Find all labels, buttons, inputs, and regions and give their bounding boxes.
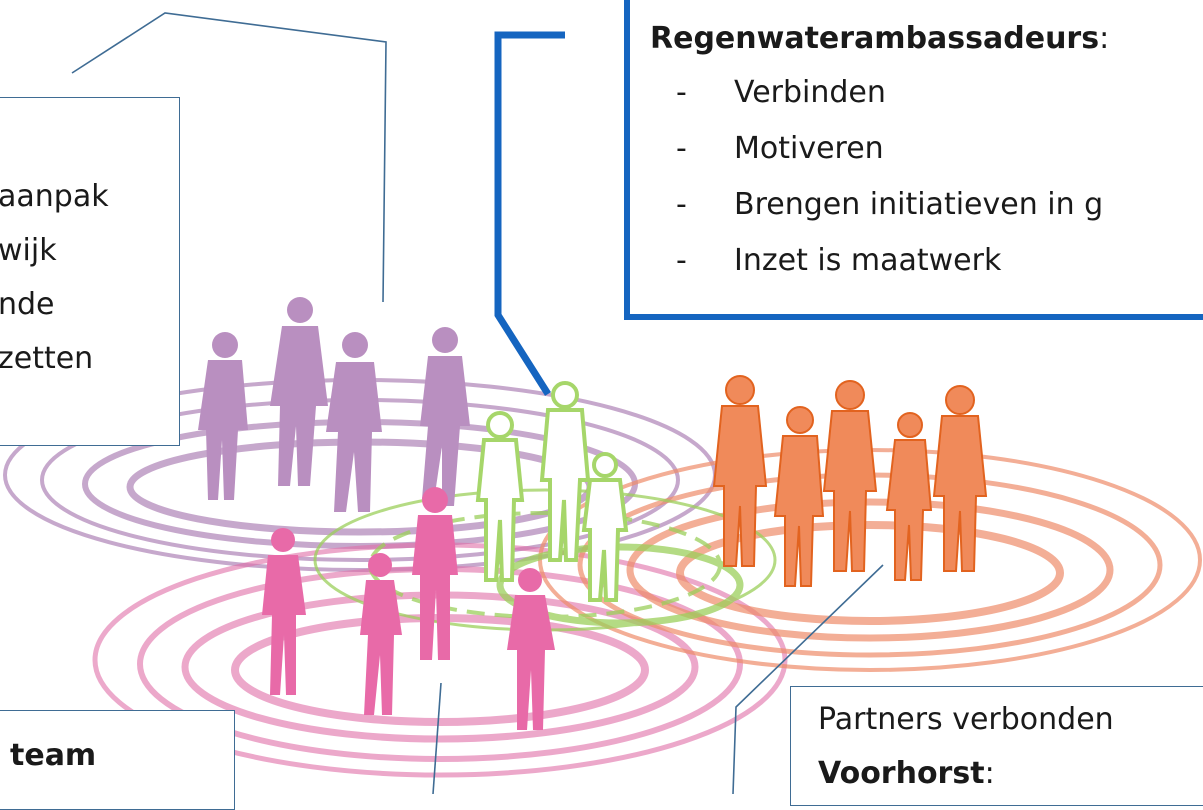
ambassador-bullet-2: -: [676, 131, 687, 166]
ambassador-bullet-3: -: [676, 187, 687, 222]
ambassador-item-1: Verbinden: [734, 75, 886, 110]
ambassador-bracket: [494, 31, 565, 396]
ambassador-item-4: Inzet is maatwerk: [734, 243, 1002, 278]
ambassador-title: Regenwaterambassadeurs:: [650, 21, 1110, 56]
pink-people-group: [262, 487, 555, 730]
ambassador-item-3: Brengen initiatieven in g: [734, 187, 1104, 222]
left-description-box: aanpak wijk nde zetten: [0, 97, 180, 446]
green-people-group: [475, 381, 629, 602]
partners-box: Partners verbonden Voorhorst:: [790, 686, 1203, 806]
team-box: team: [0, 710, 235, 810]
ambassador-box: Regenwaterambassadeurs: - Verbinden - Mo…: [624, 0, 1203, 320]
green-rings: [313, 488, 777, 632]
left-box-line-3: nde: [0, 287, 55, 322]
ambassador-bullet-4: -: [676, 243, 687, 278]
left-box-line-2: wijk: [0, 233, 57, 268]
purple-people-group: [198, 297, 470, 512]
left-box-line-4: zetten: [0, 341, 94, 376]
left-box-line-1: aanpak: [0, 179, 109, 214]
partners-line-1: Partners verbonden: [818, 702, 1114, 737]
partners-line-2: Voorhorst:: [818, 756, 995, 791]
orange-people-group: [712, 375, 988, 587]
ambassador-bullet-1: -: [676, 75, 687, 110]
team-label: team: [10, 738, 97, 773]
ambassador-item-2: Motiveren: [734, 131, 884, 166]
callout-lines: [71, 12, 884, 794]
